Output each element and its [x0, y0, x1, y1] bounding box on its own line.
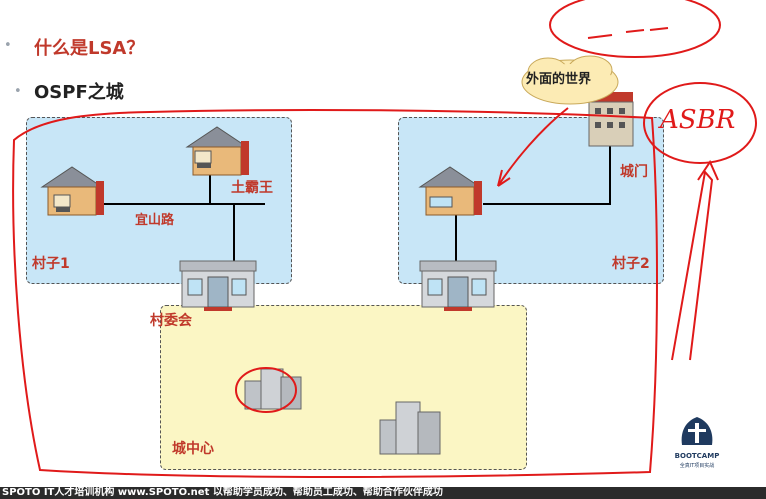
link-line [609, 145, 611, 205]
asbr-annotation: ASBR [660, 105, 736, 135]
village-1-label: 村子1 [32, 256, 70, 272]
tuba-label: 土霸王 [231, 180, 273, 196]
house-icon [418, 166, 482, 216]
slide-subtitle: OSPF之城 [34, 82, 124, 103]
slide-question: 什么是LSA？ [34, 38, 145, 59]
city-center-label: 城中心 [172, 441, 214, 457]
road-line [100, 203, 265, 205]
committee-building-icon [179, 260, 257, 311]
logo-subtitle: 全真IT项目实战 [679, 463, 715, 469]
link-line [483, 203, 610, 205]
house-icon [40, 166, 104, 216]
committee-building-icon [419, 260, 497, 311]
logo-name: BOOTCAMP [674, 452, 720, 460]
bullet-dot: • [4, 38, 12, 53]
office-building-icon [379, 401, 441, 455]
link-line [233, 204, 235, 264]
city-center-area [160, 305, 527, 470]
footer-bar: SPOTO IT人才培训机构 www.SPOTO.net 以帮助学员成功、帮助员… [0, 487, 766, 499]
village-2-label: 村子2 [612, 256, 650, 272]
house-icon [185, 126, 249, 176]
bullet-dot: • [14, 84, 22, 99]
outside-world-label: 外面的世界 [526, 72, 592, 87]
committee-label: 村委会 [150, 313, 192, 329]
city-gate-label: 城门 [620, 164, 648, 180]
road-label: 宜山路 [135, 213, 175, 228]
cloud-icon [521, 55, 619, 105]
bootcamp-logo-icon [681, 417, 713, 445]
office-building-icon [244, 368, 302, 410]
